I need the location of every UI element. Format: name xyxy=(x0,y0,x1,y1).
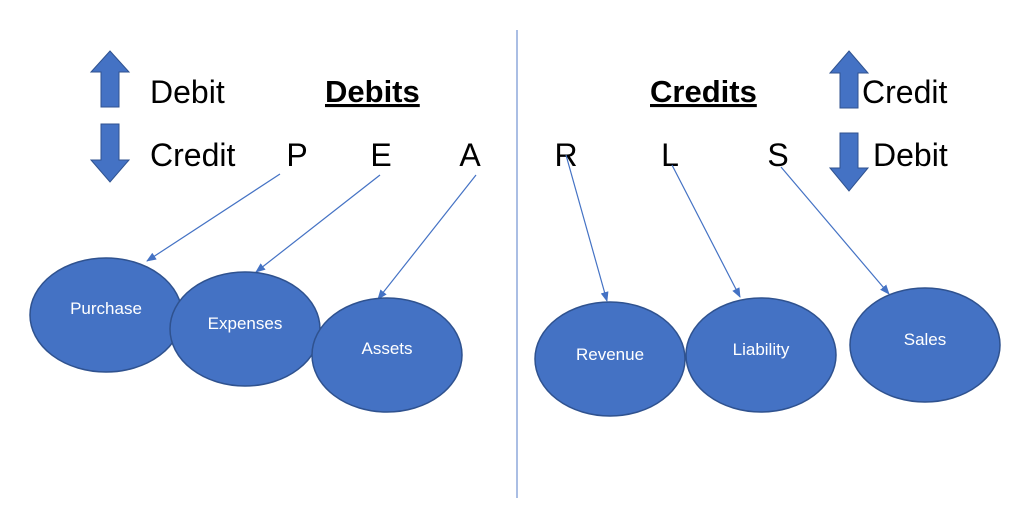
debits-legend: Debit Credit xyxy=(89,50,235,183)
node-label: Expenses xyxy=(208,314,283,333)
letter-p: P xyxy=(286,137,307,173)
letter-s: S xyxy=(767,137,788,173)
node-sales: Sales xyxy=(849,287,1001,403)
letter-a: A xyxy=(459,137,481,173)
node-label: Purchase xyxy=(70,299,142,318)
node-liability: Liability xyxy=(685,297,837,413)
node-assets: Assets xyxy=(311,297,463,413)
debit-decrease-label: Credit xyxy=(150,137,235,173)
credit-increase-label: Credit xyxy=(862,74,947,110)
node-label: Assets xyxy=(361,339,412,358)
connector-l-liability xyxy=(671,164,741,298)
connector-s-sales xyxy=(780,166,890,295)
connector-r-revenue xyxy=(565,154,609,302)
credits-legend: Credit Debit xyxy=(828,50,948,192)
node-revenue: Revenue xyxy=(534,301,686,417)
arrow-up-icon xyxy=(828,50,870,109)
connector-arrows xyxy=(146,154,890,302)
node-label: Revenue xyxy=(576,345,644,364)
connector-a-assets xyxy=(377,174,477,300)
node-label: Liability xyxy=(733,340,790,359)
debit-increase-label: Debit xyxy=(150,74,225,110)
arrow-down-icon xyxy=(828,132,870,192)
credit-decrease-label: Debit xyxy=(873,137,948,173)
node-label: Sales xyxy=(904,330,947,349)
credits-heading: Credits xyxy=(650,74,757,109)
node-purchase: Purchase xyxy=(29,257,183,373)
arrow-down-icon xyxy=(89,123,131,183)
connector-e-expenses xyxy=(255,174,381,273)
node-expenses: Expenses xyxy=(169,271,321,387)
debits-heading: Debits xyxy=(325,74,420,109)
connector-p-purchase xyxy=(146,173,281,262)
arrow-up-icon xyxy=(89,50,131,108)
letter-l: L xyxy=(661,137,679,173)
letter-e: E xyxy=(370,137,391,173)
